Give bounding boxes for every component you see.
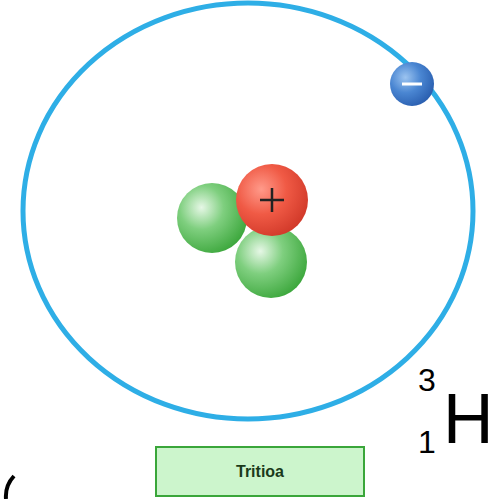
box-label: Tritioa <box>236 463 284 481</box>
electron <box>390 62 434 106</box>
edge-arc <box>6 476 14 499</box>
name-box: Tritioa <box>155 446 365 497</box>
nuclide-symbol: 3 <box>418 364 436 396</box>
nuclide-symbol: 1 <box>418 426 436 458</box>
proton <box>236 164 308 236</box>
minus-sign <box>402 83 422 86</box>
plus-sign <box>260 188 284 212</box>
neutron <box>177 183 247 253</box>
nuclide-symbol: H <box>443 384 494 454</box>
electron-orbit <box>23 3 473 419</box>
neutron <box>235 226 307 298</box>
